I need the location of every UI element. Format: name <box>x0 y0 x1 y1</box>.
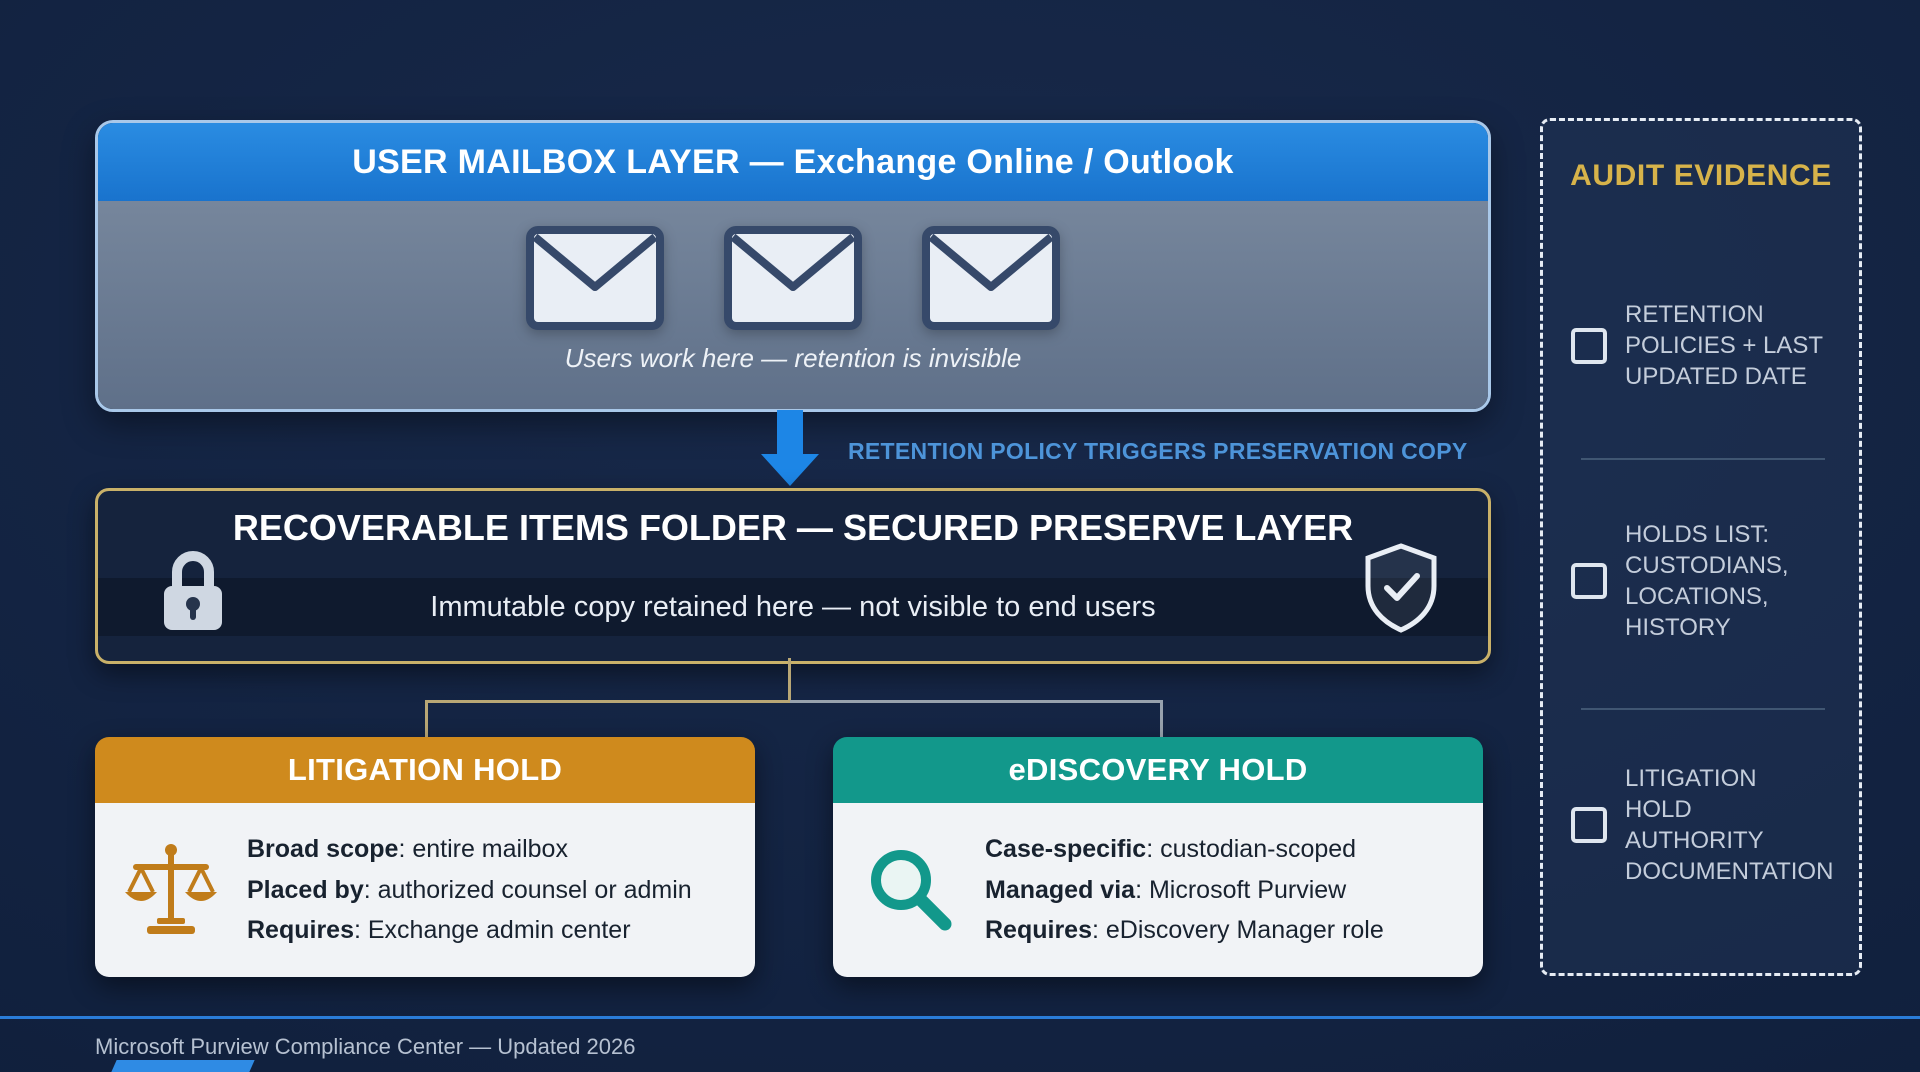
scales-of-justice-icon <box>119 840 223 940</box>
line-text: : Exchange admin center <box>353 916 631 945</box>
line-label: Broad scope <box>247 835 399 864</box>
audit-item-label: HOLDS LIST: CUSTODIANS, LOCATIONS, HISTO… <box>1625 521 1789 641</box>
checkbox-icon <box>1571 807 1607 843</box>
litigation-hold-title: LITIGATION HOLD <box>95 737 755 803</box>
corner-accent-shape <box>111 1060 255 1072</box>
litigation-line: Placed by: authorized counsel or admin <box>247 870 692 911</box>
ediscovery-line: Requires: eDiscovery Manager role <box>985 910 1384 951</box>
ediscovery-hold-lines: Case-specific: custodian-scoped Managed … <box>985 829 1384 951</box>
line-text: : eDiscovery Manager role <box>1091 916 1384 945</box>
line-label: Requires <box>985 916 1092 945</box>
audit-item: HOLDS LIST: CUSTODIANS, LOCATIONS, HISTO… <box>1571 519 1839 643</box>
audit-item: LITIGATION HOLD AUTHORITY DOCUMENTATION <box>1571 763 1839 887</box>
footer-divider <box>0 1016 1920 1019</box>
connector-right-vertical <box>1160 700 1163 737</box>
connector-right-horizontal <box>790 700 1163 703</box>
preserve-subtitle: Immutable copy retained here — not visib… <box>430 590 1156 623</box>
line-text: : Microsoft Purview <box>1135 875 1347 904</box>
footer-caption: Microsoft Purview Compliance Center — Up… <box>95 1034 636 1059</box>
connector-left-horizontal <box>425 700 791 703</box>
lock-icon <box>156 546 230 636</box>
envelope-icon <box>724 226 862 330</box>
envelope-icon <box>922 226 1060 330</box>
envelope-row <box>98 201 1488 331</box>
ediscovery-hold-title: eDISCOVERY HOLD <box>833 737 1483 803</box>
litigation-hold-body: Broad scope: entire mailbox Placed by: a… <box>95 803 755 977</box>
retention-trigger-label: RETENTION POLICY TRIGGERS PRESERVATION C… <box>848 438 1468 464</box>
audit-separator <box>1581 708 1825 710</box>
litigation-hold-lines: Broad scope: entire mailbox Placed by: a… <box>247 829 692 951</box>
line-label: Managed via <box>985 875 1136 904</box>
audit-separator <box>1581 458 1825 460</box>
down-arrow-stem <box>777 410 803 454</box>
mailbox-caption: Users work here — retention is invisible <box>564 343 1022 373</box>
litigation-line: Broad scope: entire mailbox <box>247 829 692 870</box>
audit-evidence-panel: AUDIT EVIDENCE RETENTION POLICIES + LAST… <box>1540 118 1862 976</box>
envelope-icon <box>526 226 664 330</box>
ediscovery-line: Case-specific: custodian-scoped <box>985 829 1384 870</box>
audit-item-label: LITIGATION HOLD AUTHORITY DOCUMENTATION <box>1625 765 1834 885</box>
line-label: Case-specific <box>985 835 1147 864</box>
ediscovery-hold-box: eDISCOVERY HOLD Case-specific: custodian… <box>833 737 1483 977</box>
connector-left-vertical <box>425 700 428 737</box>
down-arrow-head <box>761 454 819 486</box>
ediscovery-hold-body: Case-specific: custodian-scoped Managed … <box>833 803 1483 977</box>
preserve-subtitle-band: Immutable copy retained here — not visib… <box>98 578 1488 636</box>
user-mailbox-layer-body: Users work here — retention is invisible <box>98 201 1488 409</box>
audit-item: RETENTION POLICIES + LAST UPDATED DATE <box>1571 299 1839 392</box>
ediscovery-line: Managed via: Microsoft Purview <box>985 870 1384 911</box>
user-mailbox-layer-box: USER MAILBOX LAYER — Exchange Online / O… <box>95 120 1491 412</box>
recoverable-items-box: RECOVERABLE ITEMS FOLDER — SECURED PRESE… <box>95 488 1491 664</box>
line-text: : authorized counsel or admin <box>363 875 692 904</box>
checkbox-icon <box>1571 563 1607 599</box>
magnifying-glass-icon <box>857 844 961 936</box>
litigation-hold-box: LITIGATION HOLD Broad scope: entire mail… <box>95 737 755 977</box>
shield-check-icon <box>1360 541 1442 635</box>
audit-evidence-title: AUDIT EVIDENCE <box>1570 159 1832 192</box>
line-label: Placed by <box>247 875 364 904</box>
line-label: Requires <box>247 916 354 945</box>
down-arrow-icon <box>761 410 819 486</box>
recoverable-items-title: RECOVERABLE ITEMS FOLDER — SECURED PRESE… <box>232 507 1354 548</box>
line-text: : entire mailbox <box>398 835 568 864</box>
litigation-line: Requires: Exchange admin center <box>247 910 692 951</box>
checkbox-icon <box>1571 327 1607 364</box>
line-text: : custodian-scoped <box>1146 835 1357 864</box>
user-mailbox-layer-title: USER MAILBOX LAYER — Exchange Online / O… <box>98 123 1488 201</box>
audit-item-label: RETENTION POLICIES + LAST UPDATED DATE <box>1625 301 1824 390</box>
connector-stem <box>788 658 791 702</box>
